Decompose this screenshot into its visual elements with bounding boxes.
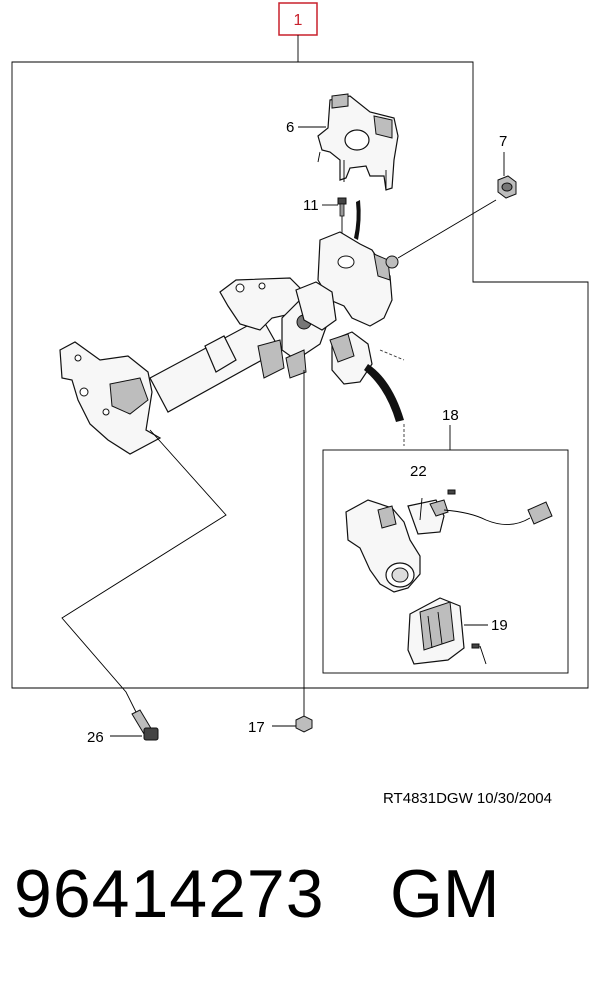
part-26-bolt [131,709,159,741]
part-19-connector [407,597,487,665]
part-11-bolt [337,197,347,217]
callout-1: 1 [278,2,318,62]
steering-column [59,231,399,455]
label-part-6: 6 [286,119,294,136]
label-part-11: 11 [303,197,319,214]
callout-1-label: 1 [294,12,303,29]
part-7-nut [497,175,517,199]
assembly-frame [11,61,589,689]
label-part-19: 19 [491,617,508,634]
label-part-7: 7 [499,133,507,150]
drawing-reference: RT4831DGW 10/30/2004 [383,790,552,807]
label-part-17: 17 [248,719,265,736]
label-part-18: 18 [442,407,459,424]
part-number: 96414273 [14,856,325,932]
part-17-nut [295,715,313,733]
part-6-bracket [317,93,399,191]
label-part-22: 22 [410,463,427,480]
label-part-26: 26 [87,729,104,746]
ignition-switch-subframe [322,449,569,674]
part-18-ignition-switch [345,489,553,593]
brand-name: GM [390,856,500,932]
